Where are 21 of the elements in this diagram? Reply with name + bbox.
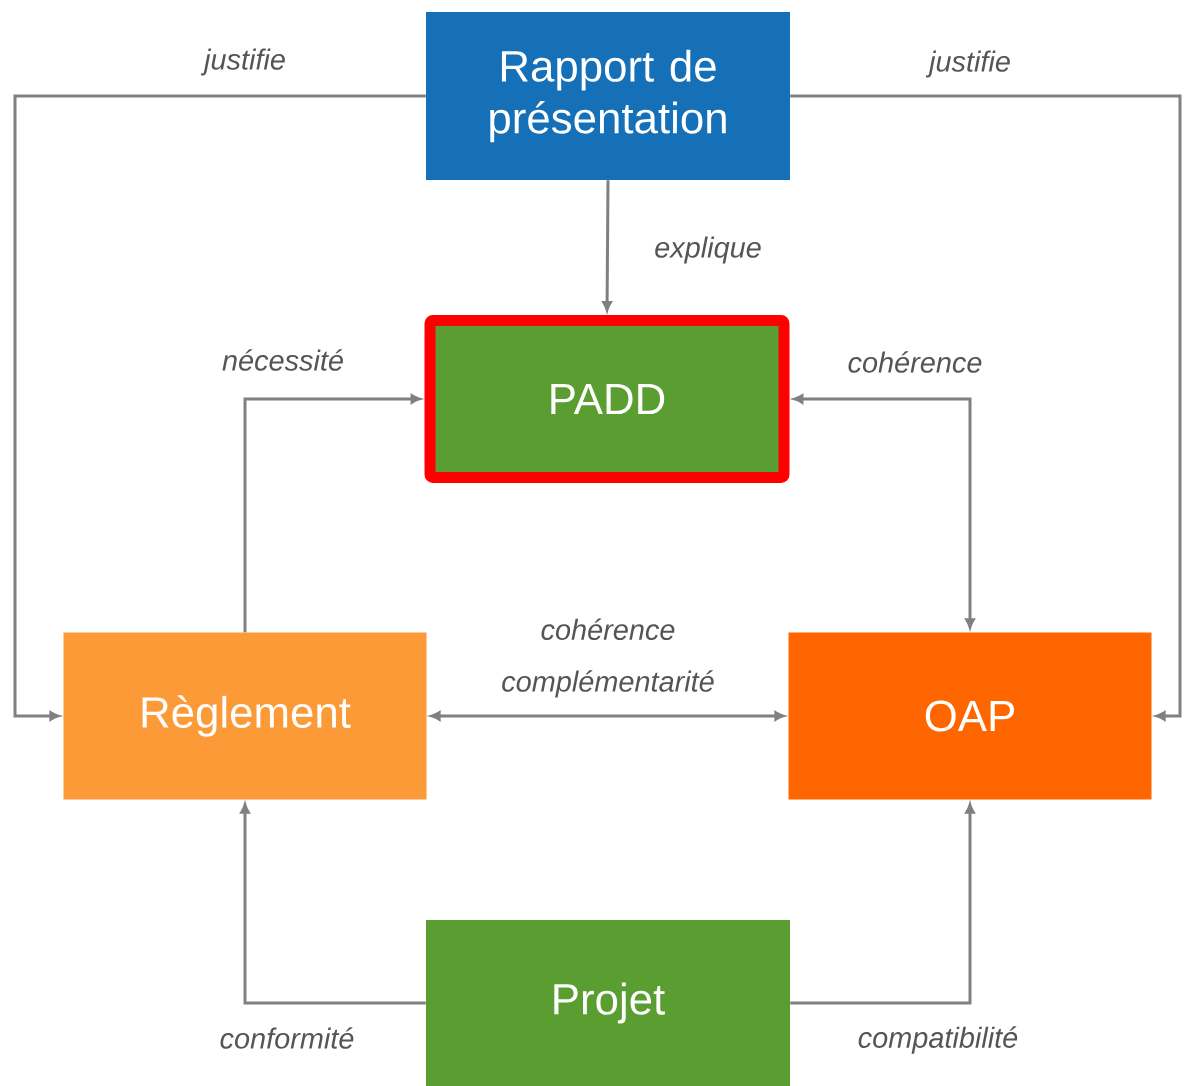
edge-label: justifie xyxy=(925,50,1010,78)
edge-label: nécessité xyxy=(222,349,343,371)
report-box: Rapport de présentation xyxy=(426,12,790,180)
highlighted-box: PADD xyxy=(424,315,790,483)
edge-label: conformité xyxy=(220,1027,354,1049)
arrow xyxy=(13,94,426,721)
edge-label: explique xyxy=(655,236,761,264)
arrow xyxy=(790,803,975,1005)
arrow xyxy=(790,94,1182,721)
arrow xyxy=(602,180,612,312)
process-box: Projet xyxy=(426,920,790,1086)
edge-label: justifie xyxy=(200,48,285,76)
edge-label: cohérence complémentarité xyxy=(502,618,714,698)
edge-label: cohérence xyxy=(848,351,982,373)
arrow xyxy=(793,394,975,629)
process-box: OAP xyxy=(788,632,1152,800)
arrow xyxy=(243,394,421,633)
arrow xyxy=(430,711,785,721)
edge-label: compatibilité xyxy=(858,1026,1018,1054)
process-box: Règlement xyxy=(63,632,427,800)
arrow xyxy=(240,803,426,1005)
